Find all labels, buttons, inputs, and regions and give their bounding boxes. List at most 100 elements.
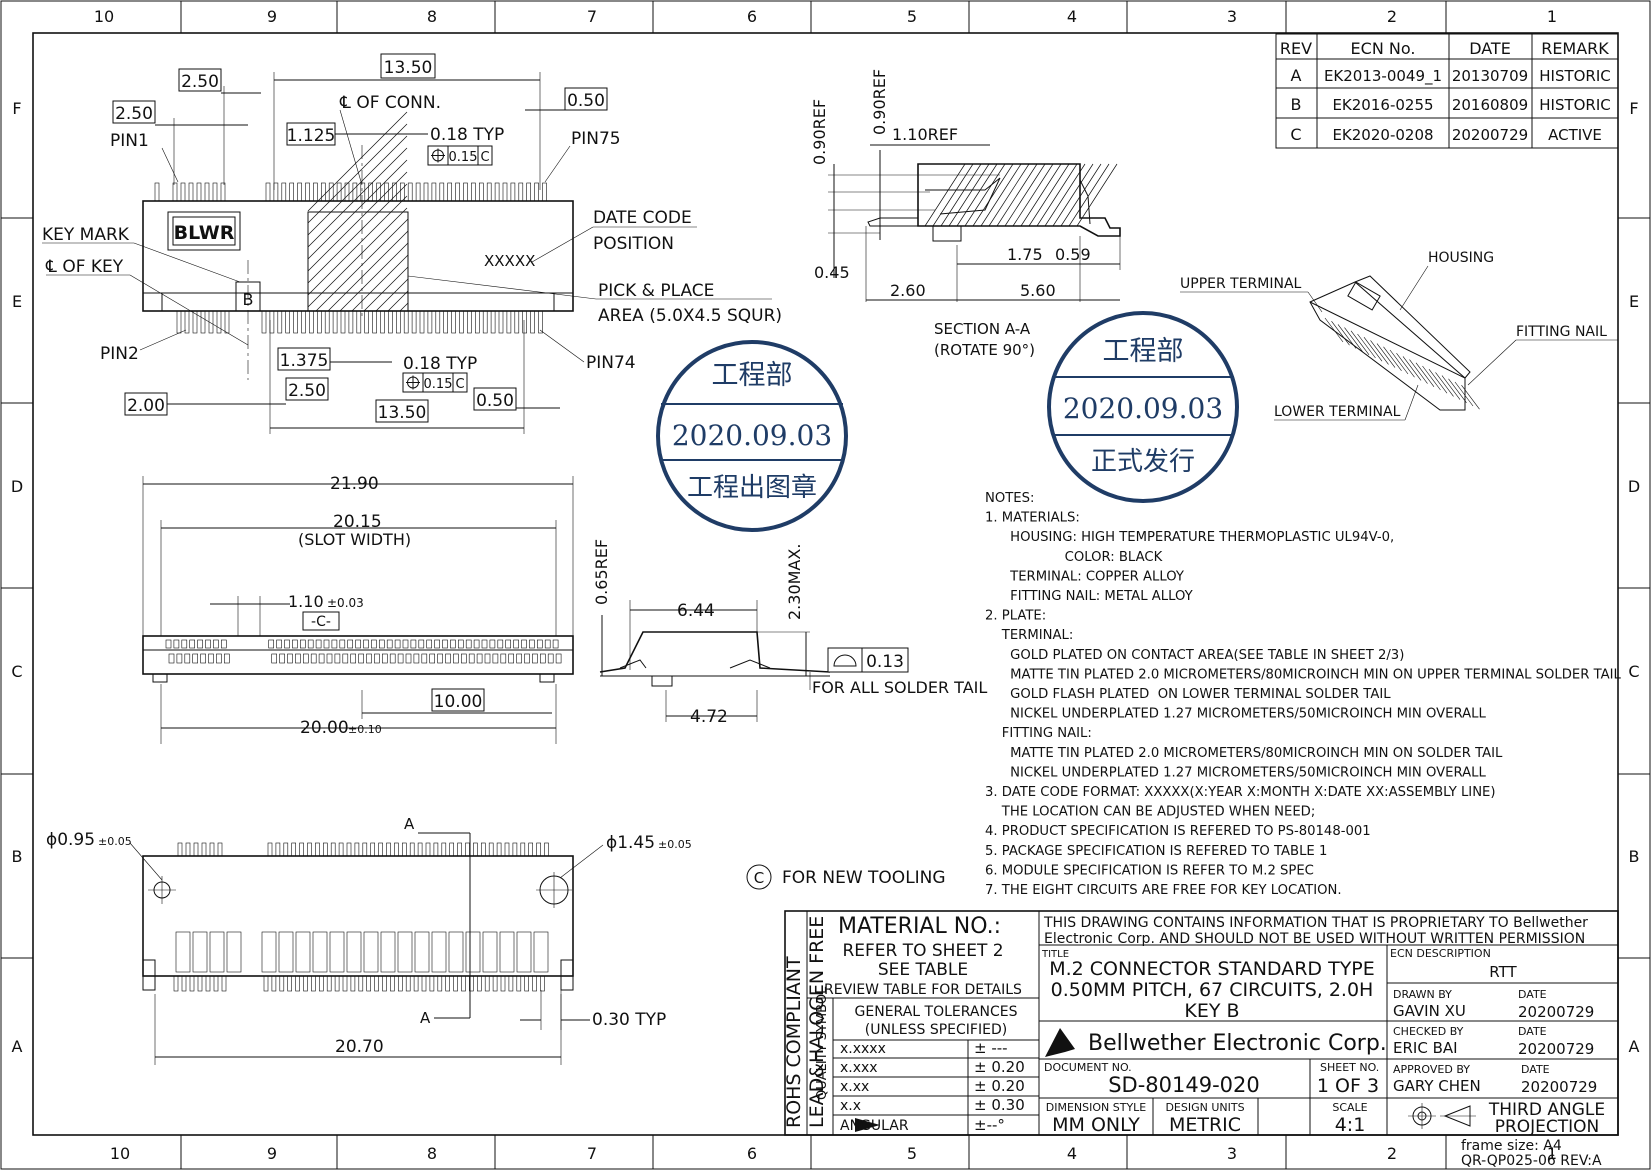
dim-2-30max: 2.30MAX.	[785, 544, 804, 620]
note-line: FITTING NAIL:	[985, 726, 1092, 741]
rev-header: REV	[1280, 39, 1312, 58]
bottom-pins-bottom	[173, 975, 545, 992]
material-label: MATERIAL NO.:	[838, 914, 1001, 939]
note-line: 5. PACKAGE SPECIFICATION IS REFERED TO T…	[985, 844, 1327, 859]
title-block: ROHS COMPLIANT LEAD&HALOGEN FREE QUALITY…	[783, 910, 1619, 1137]
tolerance-format: x.xx	[840, 1079, 869, 1095]
checked-by-label: CHECKED BY	[1393, 1025, 1464, 1038]
proprietary-line-1: THIS DRAWING CONTAINS INFORMATION THAT I…	[1043, 915, 1588, 931]
quality-symbol-label: QUALITY SYMBOL	[815, 986, 830, 1100]
zone-col-label: 4	[1067, 7, 1077, 26]
ecn-cell: EK2016-0255	[1332, 96, 1433, 114]
brand-logo: BLWR	[174, 222, 235, 244]
tooling-note: C FOR NEW TOOLING	[746, 864, 946, 890]
note-line: 7. THE EIGHT CIRCUITS ARE FREE FOR KEY L…	[985, 883, 1342, 898]
solder-tail-note: FOR ALL SOLDER TAIL	[812, 678, 987, 697]
ecn-cell: EK2013-0049_1	[1324, 67, 1442, 86]
engineering-stamp-right: 工程部 2020.09.03 正式发行	[1047, 311, 1239, 503]
note-line: GOLD PLATED ON CONTACT AREA(SEE TABLE IN…	[985, 648, 1404, 663]
stamp-dept: 工程部	[1103, 336, 1184, 367]
rev-cell: C	[1290, 125, 1301, 144]
section-subtitle: (ROTATE 90°)	[934, 341, 1035, 359]
cl-conn-label: ℄ OF CONN.	[339, 93, 441, 113]
zone-col-label: 5	[907, 1144, 917, 1163]
note-line: 6. MODULE SPECIFICATION IS REFER TO M.2 …	[985, 863, 1314, 878]
date-cell: 20130709	[1452, 67, 1528, 85]
bottom-contacts	[175, 931, 549, 973]
gt-top: 0.15	[449, 150, 478, 165]
ecn-cell: EK2020-0208	[1332, 126, 1433, 144]
note-line: COLOR: BLACK	[985, 550, 1163, 565]
zone-col-label: 4	[1067, 1144, 1077, 1163]
note-line: FITTING NAIL: METAL ALLOY	[985, 589, 1194, 604]
sheet-no-label: SHEET NO.	[1320, 1061, 1379, 1074]
note-line: HOUSING: HIGH TEMPERATURE THERMOPLASTIC …	[985, 530, 1394, 545]
dim-1-125: 1.125	[287, 126, 336, 146]
tolerance-value: ± 0.30	[974, 1096, 1025, 1114]
zone-col-label: 1	[1547, 1144, 1557, 1163]
zone-col-label: 1	[1547, 7, 1557, 26]
zone-col-label: 3	[1227, 1144, 1237, 1163]
dim-2-50-a: 2.50	[181, 72, 219, 92]
ecn-header: ECN No.	[1351, 39, 1416, 58]
stamp-date: 2020.09.03	[672, 419, 832, 452]
dim-6-44: 6.44	[677, 601, 715, 621]
dim-0-59: 0.59	[1055, 245, 1091, 264]
zone-col-label: 7	[587, 7, 597, 26]
design-units: METRIC	[1169, 1114, 1241, 1136]
note-line: TERMINAL: COPPER ALLOY	[985, 569, 1185, 584]
dim-0-95: ϕ0.95	[46, 830, 95, 850]
lower-terminal-label: LOWER TERMINAL	[1274, 404, 1401, 420]
form-number: QR-QP025-06 REV:A	[1461, 1153, 1602, 1169]
dim-0-65ref: 0.65REF	[592, 539, 611, 605]
bottom-view: ϕ0.95 ±0.05 ϕ1.45 ±0.05 A A 0.30 TYP 20.…	[46, 815, 692, 1065]
projection-symbol-icon	[1408, 1103, 1476, 1129]
checked-date: 20200729	[1518, 1040, 1594, 1058]
section-a-marker-bot: A	[420, 1009, 431, 1027]
pick-place-area-label: AREA (5.0X4.5 SQUR)	[598, 306, 782, 326]
remark-cell: HISTORIC	[1539, 67, 1611, 85]
zone-col-label: 10	[94, 7, 114, 26]
dim-0-90ref-a: 0.90REF	[810, 99, 829, 165]
material-line-2: SEE TABLE	[878, 960, 968, 980]
review-table-note: REVIEW TABLE FOR DETAILS	[824, 982, 1022, 998]
top-view: BLWR B 13.50 2.50 2.50 0.50 ℄ OF CONN. 1…	[42, 53, 782, 434]
dim-0-18-bot: 0.18 TYP	[403, 354, 477, 374]
dim-2-50-b: 2.50	[115, 104, 153, 124]
dim-2-60: 2.60	[890, 281, 926, 300]
section-a-a: 0.90REF 0.90REF 1.10REF 0.45 1.75 0.59 2…	[810, 69, 1121, 359]
projection-line-1: THIRD ANGLE	[1488, 1100, 1605, 1120]
design-units-label: DESIGN UNITS	[1165, 1101, 1244, 1114]
dim-0-50-top: 0.50	[567, 91, 605, 111]
section-title: SECTION A-A	[934, 320, 1031, 338]
dim-5-60: 5.60	[1020, 281, 1056, 300]
ecn-description-label: ECN DESCRIPTION	[1390, 947, 1491, 960]
zone-col-label: 2	[1387, 1144, 1397, 1163]
zone-col-label: 5	[907, 7, 917, 26]
document-no-label: DOCUMENT NO.	[1044, 1061, 1132, 1074]
lower-pins	[176, 310, 543, 334]
dimension-style-label: DIMENSION STYLE	[1046, 1101, 1147, 1114]
dim-13-50-top: 13.50	[384, 58, 433, 78]
zone-row-label: E	[1629, 292, 1639, 311]
dim-10-00: 10.00	[434, 692, 483, 712]
slot-width-label: (SLOT WIDTH)	[298, 530, 411, 549]
note-line: THE LOCATION CAN BE ADJUSTED WHEN NEED;	[985, 805, 1315, 820]
approved-by: GARY CHEN	[1393, 1077, 1481, 1095]
dim-1-10ref: 1.10REF	[892, 125, 958, 144]
approved-date: 20200729	[1521, 1078, 1597, 1096]
zone-col-label: 9	[267, 1144, 277, 1163]
zone-row-label: B	[12, 847, 23, 866]
dim-0-18-top: 0.18 TYP	[430, 125, 504, 145]
tolerance-value: ± 0.20	[974, 1077, 1025, 1095]
zone-col-label: 3	[1227, 7, 1237, 26]
date-code-label: DATE CODE	[593, 208, 692, 228]
stamp-caption: 正式发行	[1091, 447, 1195, 477]
dim-20-00: 20.00	[300, 718, 349, 738]
general-tolerances: GENERAL TOLERANCES	[855, 1004, 1018, 1020]
remark-cell: ACTIVE	[1548, 126, 1602, 144]
dim-13-50-bot: 13.50	[378, 403, 427, 423]
stamp-caption: 工程出图章	[687, 473, 817, 503]
tooling-symbol: C	[754, 869, 764, 887]
